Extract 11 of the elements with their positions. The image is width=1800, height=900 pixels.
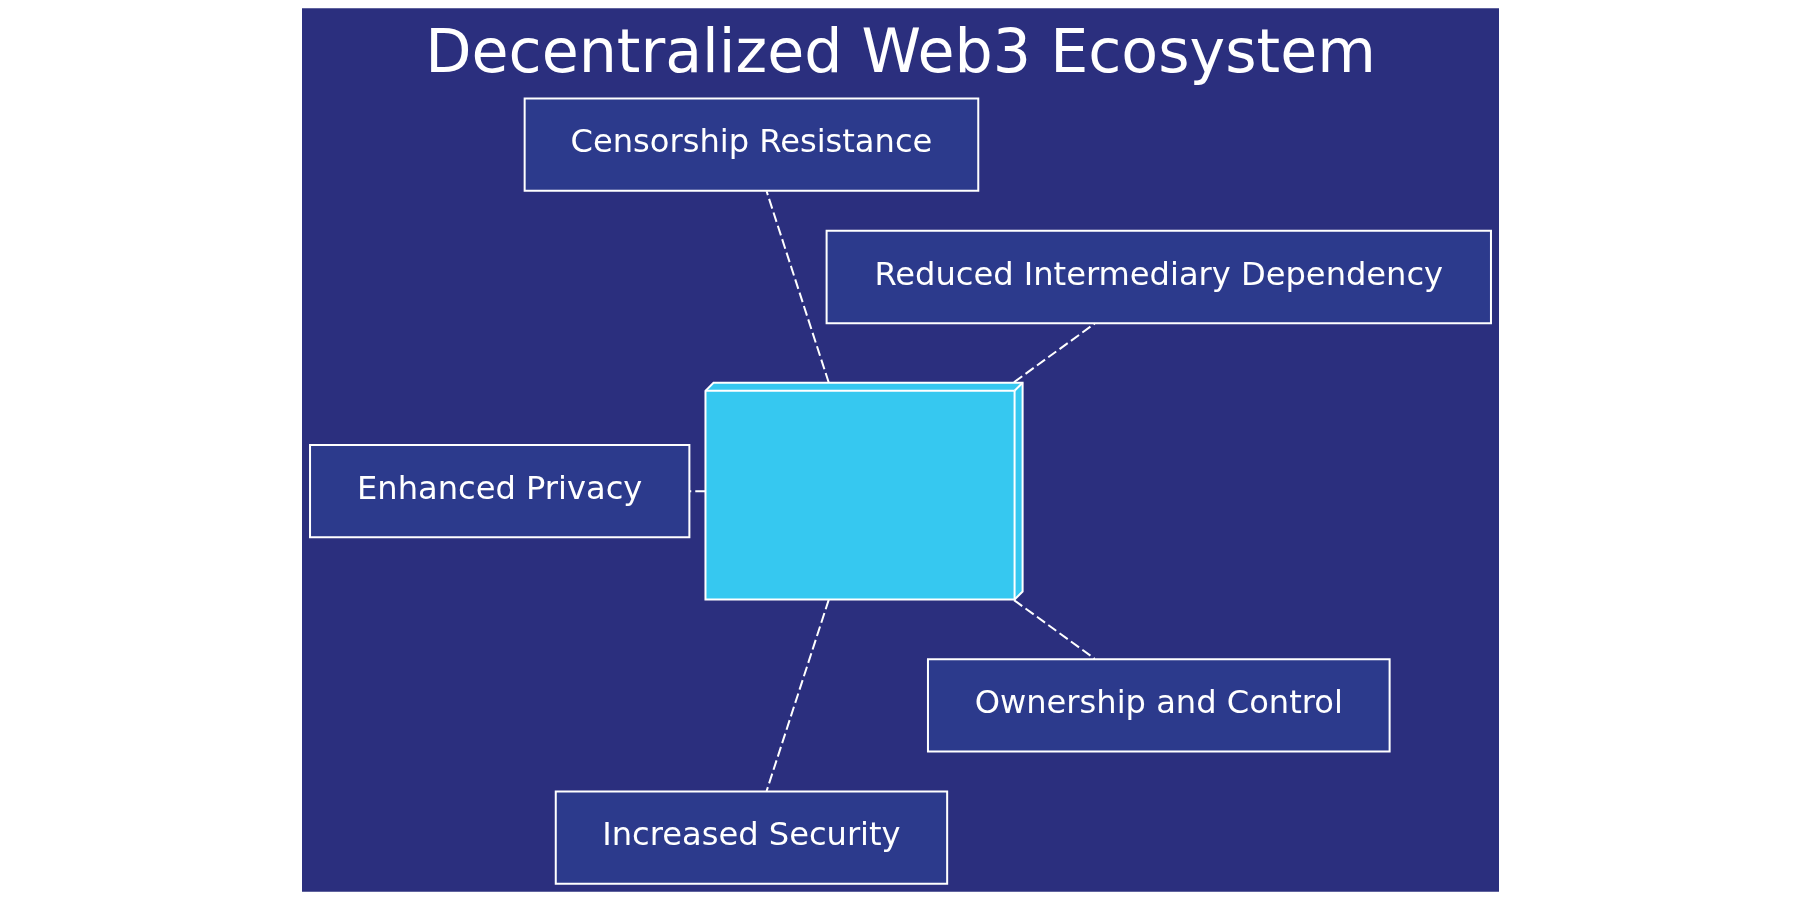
- connector: [765, 190, 830, 383]
- node-box: Ownership and Control: [926, 658, 1391, 753]
- connector: [689, 490, 705, 493]
- node-box: Enhanced Privacy: [308, 444, 690, 539]
- diagram-title: Decentralized Web3 Ecosystem: [424, 16, 1376, 87]
- connector: [765, 599, 830, 792]
- node-box: Censorship Resistance: [523, 97, 979, 192]
- connector: [1012, 322, 1095, 383]
- connector: [1012, 599, 1095, 660]
- node-box: Increased Security: [554, 790, 948, 885]
- node-box: Reduced Intermediary Dependency: [825, 229, 1492, 325]
